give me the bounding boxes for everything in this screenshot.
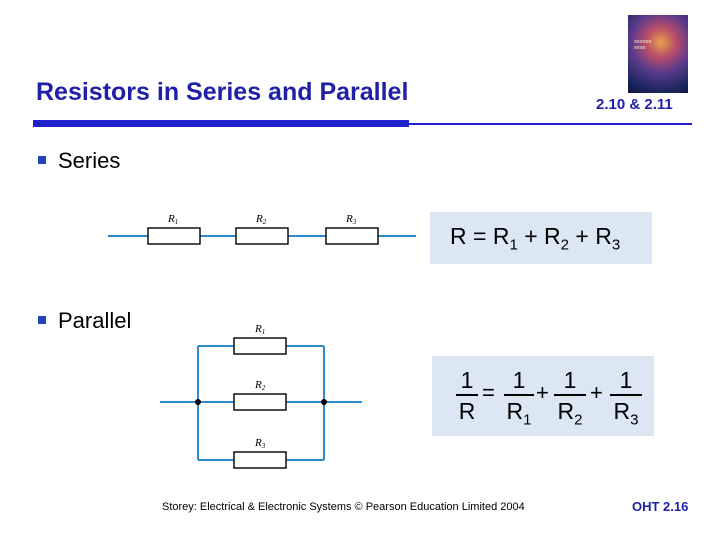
fraction-denominator: R [458, 398, 476, 424]
bullet-parallel-label: Parallel [58, 308, 132, 333]
parallel-resistor-1 [233, 337, 287, 355]
bullet-square-icon [38, 316, 46, 324]
parallel-circuit: R1 R2 R3 [160, 323, 362, 469]
series-resistor-2 [235, 227, 289, 245]
series-formula-box: R = R1 + R2 + R3 [430, 212, 652, 264]
formula-term-3-sub: 3 [611, 236, 621, 254]
formula-term-1: R [492, 223, 510, 249]
title-rule-thin [409, 123, 692, 125]
formula-term-1-sub: 1 [509, 236, 518, 254]
series-resistor-1 [147, 227, 201, 245]
footer-credit: Storey: Electrical & Electronic Systems … [162, 501, 525, 513]
fraction-numerator: 1 [619, 367, 633, 393]
bullet-series-label: Series [58, 148, 121, 173]
fraction-bar [456, 394, 478, 396]
formula-term-2: R [544, 223, 561, 249]
fraction-bar [554, 394, 586, 396]
formula-lhs: R [450, 223, 467, 249]
series-label-1: R1 [167, 213, 178, 226]
book-cover-thumbnail: ≡≡≡≡≡≡≡≡≡≡ [628, 15, 688, 93]
junction-right [321, 399, 327, 405]
parallel-label-2: R2 [254, 379, 266, 392]
bullet-parallel: Parallel [38, 308, 131, 334]
fraction-denominator: R2 [557, 398, 583, 429]
section-reference: 2.10 & 2.11 [596, 96, 673, 113]
title-rule-thick [33, 120, 409, 127]
formula-plus: + [524, 223, 538, 249]
fraction-denominator: R3 [613, 398, 639, 429]
bullet-square-icon [38, 156, 46, 164]
parallel-resistor-2 [233, 393, 287, 411]
parallel-resistor-3 [233, 451, 287, 469]
fraction-denominator: R1 [506, 398, 532, 429]
series-label-3: R3 [345, 213, 357, 226]
parallel-label-1: R1 [254, 323, 265, 336]
formula-plus: + [575, 223, 589, 249]
fraction-numerator: 1 [563, 367, 577, 393]
formula-term-3: R [595, 223, 612, 249]
formula-term-2-sub: 2 [560, 236, 569, 254]
parallel-formula-equals: = [482, 380, 495, 405]
page-number: OHT 2.16 [632, 499, 689, 514]
series-label-2: R2 [255, 213, 267, 226]
junction-left [195, 399, 201, 405]
fraction-bar [504, 394, 534, 396]
fraction-bar [610, 394, 642, 396]
fraction-numerator: 1 [512, 367, 526, 393]
series-circuit: R1 R2 R3 [108, 213, 416, 245]
series-formula: R = R1 + R2 + R3 [450, 223, 620, 254]
parallel-formula-box: 1 R = 1 R1 + 1 R2 + 1 R3 [432, 356, 654, 436]
fraction-lhs: 1 R [456, 366, 478, 426]
fraction-numerator: 1 [460, 367, 474, 393]
bullet-series: Series [38, 148, 120, 174]
slide-title: Resistors in Series and Parallel [36, 78, 409, 106]
parallel-label-3: R3 [254, 437, 266, 450]
book-cover-art: ≡≡≡≡≡≡≡≡≡≡ [634, 39, 652, 51]
series-resistor-3 [325, 227, 379, 245]
fraction-term-3: 1 R3 [610, 366, 642, 429]
fraction-term-2: 1 R2 [554, 366, 586, 429]
parallel-formula-plus: + [536, 380, 549, 405]
parallel-formula-plus: + [590, 380, 603, 405]
fraction-term-1: 1 R1 [504, 366, 534, 429]
formula-equals: = [473, 223, 487, 249]
